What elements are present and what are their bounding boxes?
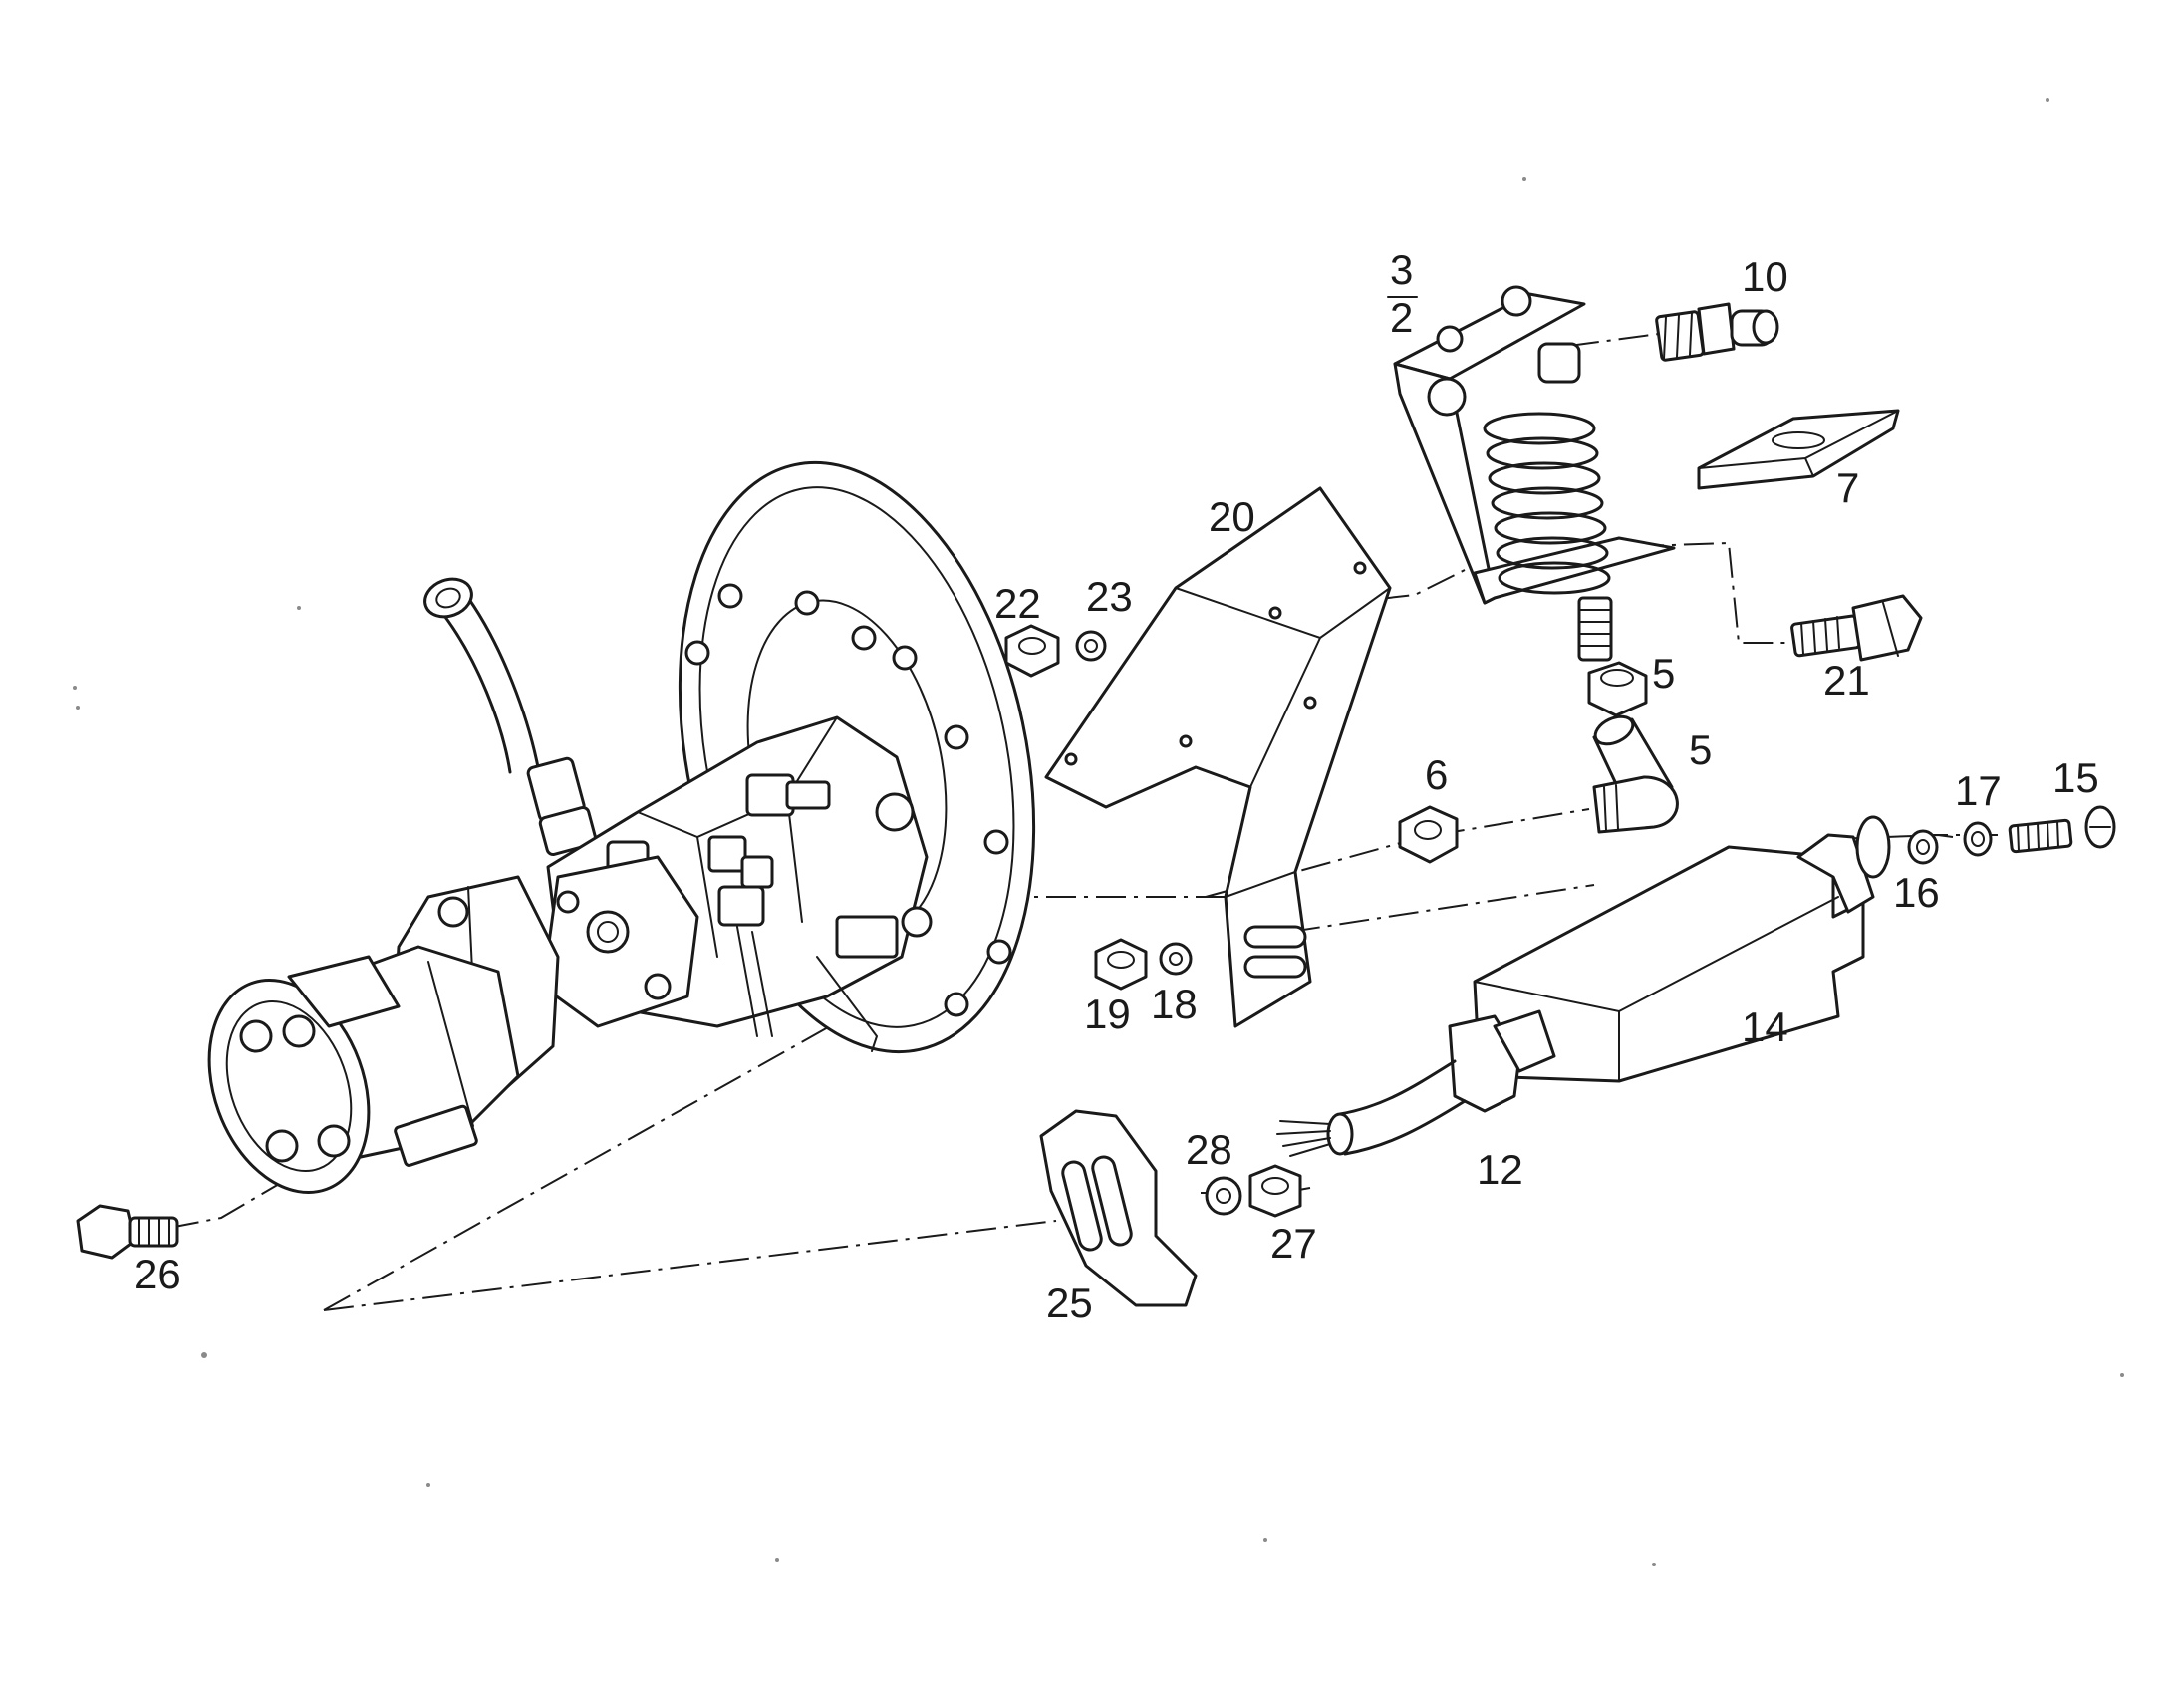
callout-27: 27 <box>1270 1220 1317 1267</box>
cable-12 <box>1276 1009 1556 1157</box>
nut-27 <box>1248 1164 1302 1218</box>
callout-26: 26 <box>135 1251 181 1297</box>
clip-17 <box>1963 821 1993 857</box>
nut-22 <box>1004 624 1060 678</box>
callout-5-joint: 5 <box>1689 726 1712 773</box>
callout-10: 10 <box>1742 253 1788 300</box>
callout-12: 12 <box>1477 1146 1523 1193</box>
bolt-21 <box>1790 594 1923 662</box>
callout-20: 20 <box>1209 493 1255 540</box>
washer-18 <box>1159 942 1193 976</box>
fitting-10 <box>1655 302 1779 362</box>
callout-5-nut: 5 <box>1652 650 1675 697</box>
spring-assembly-2-3 <box>1393 285 1676 662</box>
nut-6 <box>1398 805 1459 864</box>
callout-28: 28 <box>1186 1126 1232 1173</box>
callout-15: 15 <box>2052 754 2099 801</box>
callout-16: 16 <box>1893 869 1940 916</box>
callout-6: 6 <box>1425 751 1448 798</box>
hydraulic-motor-assembly <box>207 460 1036 1195</box>
ball-joint-5 <box>1592 714 1679 834</box>
scan-specks <box>73 98 2124 1566</box>
callout-3: 3 <box>1390 246 1413 293</box>
bolt-26 <box>76 1204 179 1260</box>
callout-14: 14 <box>1742 1003 1788 1050</box>
callout-19: 19 <box>1084 991 1131 1037</box>
plate-25 <box>1039 1109 1198 1307</box>
plate-7 <box>1697 409 1900 490</box>
callout-7: 7 <box>1836 464 1859 511</box>
callout-labels: 3 2 10 7 20 22 23 5 21 5 6 17 15 16 19 1… <box>135 246 2099 1326</box>
washer-28 <box>1205 1176 1242 1216</box>
callout-22: 22 <box>994 580 1041 627</box>
callout-2: 2 <box>1390 294 1413 341</box>
callout-25: 25 <box>1046 1280 1093 1326</box>
mounting-bracket-20 <box>1044 486 1392 1028</box>
callout-21: 21 <box>1823 657 1870 704</box>
nut-19 <box>1094 938 1148 991</box>
nut-5 <box>1587 661 1648 717</box>
callout-18: 18 <box>1151 981 1198 1027</box>
washer-16 <box>1907 829 1939 865</box>
callout-23: 23 <box>1086 573 1133 620</box>
screw-15 <box>2008 805 2116 854</box>
callout-17: 17 <box>1955 767 2002 814</box>
washer-23 <box>1075 630 1107 662</box>
actuator-14 <box>1473 815 1891 1083</box>
coil-spring <box>1483 412 1611 595</box>
flange-bolt-holes <box>684 583 1012 1017</box>
